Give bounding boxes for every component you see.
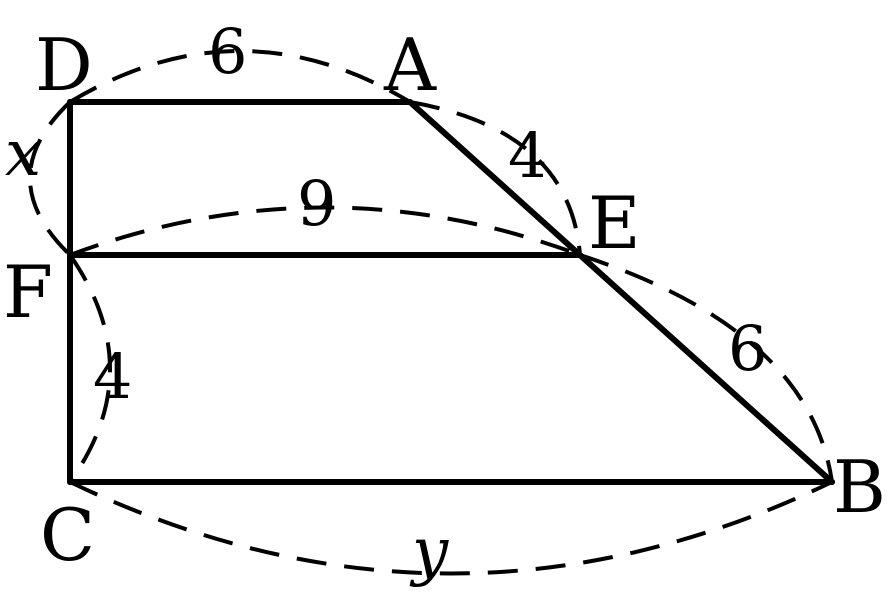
segment-ab — [407, 99, 835, 485]
arc-fe — [69, 205, 581, 257]
length-label-cb: y — [409, 515, 449, 589]
length-label-fe: 9 — [297, 167, 336, 240]
point-label-f: F — [3, 250, 53, 334]
arc-df — [28, 100, 72, 257]
point-label-d: D — [35, 23, 93, 107]
length-label-eb: 6 — [728, 312, 767, 385]
length-label-da: 6 — [208, 15, 247, 88]
length-label-fc: 4 — [93, 340, 132, 413]
arc-fc — [68, 253, 112, 484]
point-label-e: E — [588, 181, 641, 265]
arc-da — [68, 49, 412, 104]
length-label-ae: 4 — [508, 119, 547, 192]
length-label-df: x — [5, 117, 41, 191]
point-label-a: A — [383, 23, 437, 107]
arc-cb — [69, 480, 833, 576]
arc-eb — [579, 253, 834, 483]
point-label-c: C — [40, 493, 95, 577]
arc-ae — [409, 100, 582, 256]
point-label-b: B — [833, 445, 886, 529]
